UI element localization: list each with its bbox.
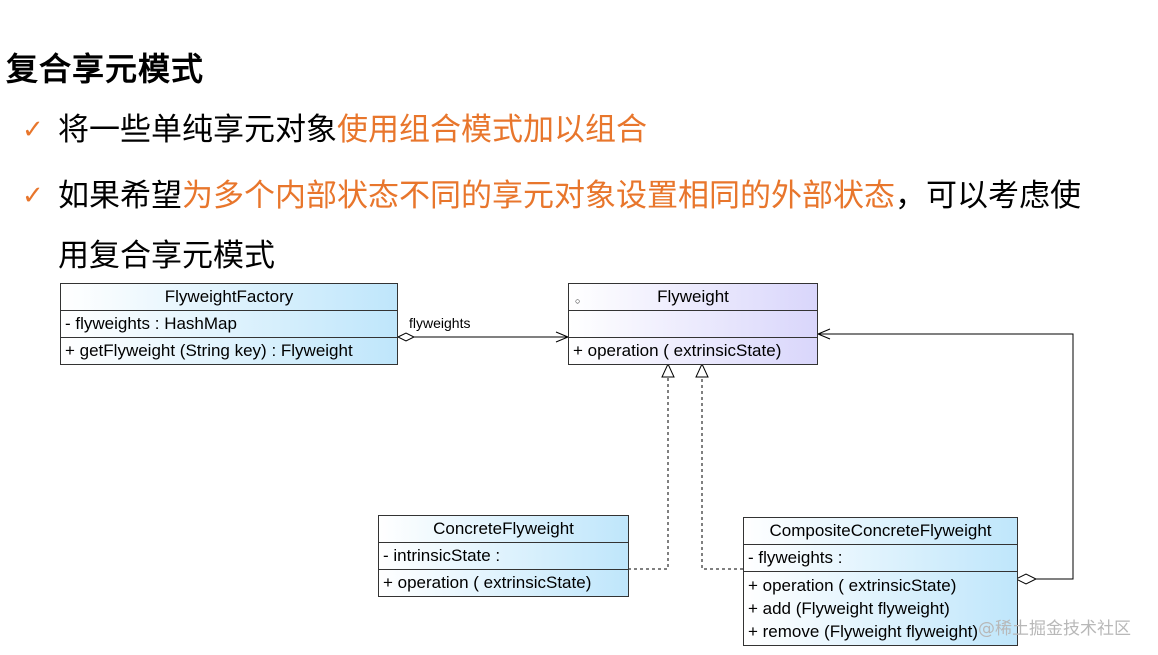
class-name: CompositeConcreteFlyweight [769, 521, 992, 540]
check-icon: ✓ [22, 115, 44, 145]
class-composite-concrete-flyweight: CompositeConcreteFlyweight - flyweights … [743, 517, 1018, 646]
slide-title: 复合享元模式 [6, 50, 205, 88]
bullet-2-continuation: 用复合享元模式 [58, 238, 275, 274]
class-name: Flyweight [657, 287, 729, 306]
composite-aggregation-line [818, 333, 1074, 580]
class-concrete-flyweight: ConcreteFlyweight - intrinsicState : + o… [378, 515, 629, 597]
class-attribute: - flyweights : [744, 544, 1017, 571]
aggregation-diamond [396, 332, 416, 342]
class-operation: + getFlyweight (String key) : Flyweight [61, 337, 397, 364]
class-operation: + operation ( extrinsicState) [569, 337, 817, 364]
bullet-1: ✓ 将一些单纯享元对象使用组合模式加以组合 [22, 100, 1152, 160]
check-icon: ✓ [22, 181, 44, 211]
association-label: flyweights [409, 315, 471, 331]
watermark: @稀土掘金技术社区 [978, 619, 1131, 639]
composite-open-arrow [816, 328, 831, 340]
class-operation: + remove (Flyweight flyweight) [748, 622, 979, 641]
bullet-2-text-end: ，可以考虑使 [895, 178, 1081, 214]
class-flyweight-factory: FlyweightFactory - flyweights : HashMap … [60, 283, 398, 365]
bullet-2-highlight: 为多个内部状态不同的享元对象设置相同的外部状态 [182, 178, 895, 214]
class-operation: + add (Flyweight flyweight) [748, 599, 950, 618]
bullet-2: ✓ 如果希望为多个内部状态不同的享元对象设置相同的外部状态，可以考虑使 [22, 166, 1152, 226]
interface-flyweight: ○ Flyweight + operation ( extrinsicState… [568, 283, 818, 365]
hollow-triangle-concrete [661, 362, 675, 378]
realization-line-concrete [628, 377, 669, 570]
interface-icon: ○ [575, 296, 581, 306]
bullet-1-highlight: 使用组合模式加以组合 [337, 112, 647, 148]
class-attribute [569, 310, 817, 337]
realization-line-composite [701, 377, 743, 570]
class-operation: + operation ( extrinsicState) [379, 569, 628, 596]
bullet-2-text: 如果希望 [58, 178, 182, 214]
class-name: ConcreteFlyweight [433, 519, 574, 538]
class-attribute: - flyweights : HashMap [61, 310, 397, 337]
hollow-triangle-composite [695, 362, 709, 378]
class-name: FlyweightFactory [164, 287, 294, 306]
bullet-1-text: 将一些单纯享元对象 [58, 112, 337, 148]
class-operation: + operation ( extrinsicState) [748, 576, 957, 595]
class-attribute: - intrinsicState : [379, 542, 628, 569]
composite-aggregation-diamond [1014, 573, 1038, 585]
